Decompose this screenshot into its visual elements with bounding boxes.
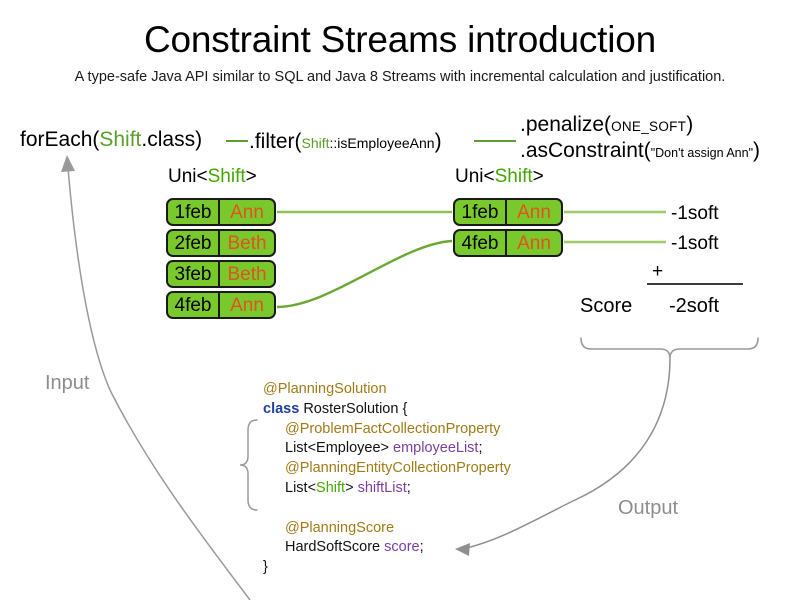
score-brace	[580, 337, 759, 359]
code-token: RosterSolution {	[303, 400, 408, 417]
code-token: @PlanningSolution	[263, 381, 387, 397]
code-token: }	[263, 559, 268, 576]
table-row: 4feb Ann	[453, 229, 563, 257]
foreach-call: forEach(	[20, 128, 100, 151]
code-line: @PlanningSolution	[263, 380, 511, 400]
match-link-2	[276, 239, 453, 309]
cell-date: 4feb	[168, 293, 220, 317]
sum-operator: +	[652, 261, 664, 282]
code-token: >	[345, 479, 358, 496]
pipeline-penalize: .penalize(ONE_SOFT)	[520, 113, 693, 139]
table-row: 2feb Beth	[166, 229, 276, 257]
uni-left-type: Shift	[207, 166, 246, 187]
input-arrowhead	[61, 155, 75, 172]
code-token	[263, 500, 267, 516]
code-line: @PlanningScore	[263, 519, 511, 539]
cell-employee: Beth	[227, 232, 267, 254]
pipeline-foreach: forEach(Shift.class)	[20, 128, 202, 152]
code-line: class RosterSolution {	[263, 400, 511, 420]
stream-type-right: Uni<Shift>	[455, 166, 544, 188]
cell-date: 4feb	[455, 231, 507, 255]
cell-employee: Ann	[517, 232, 551, 254]
penalize-arg: ONE_SOFT	[611, 119, 687, 134]
code-token: score	[384, 539, 420, 556]
page-subtitle: A type-safe Java API similar to SQL and …	[74, 69, 726, 85]
pipeline-as-constraint: .asConstraint("Don't assign Ann")	[520, 139, 760, 165]
code-token: @ProblemFactCollectionProperty	[285, 420, 501, 437]
uni-left-prefix: Uni<	[168, 166, 208, 187]
page-title: Constraint Streams introduction	[143, 19, 657, 60]
code-line: HardSoftScore score;	[263, 538, 511, 558]
code-line: }	[263, 558, 511, 578]
filter-call: .filter(	[249, 130, 302, 153]
cell-employee: Ann	[230, 201, 264, 223]
code-line: @ProblemFactCollectionProperty	[263, 420, 511, 440]
code-line	[263, 499, 511, 519]
filter-suffix: )	[434, 130, 442, 153]
code-line: List<Shift> shiftList;	[263, 479, 511, 499]
code-token: Shift	[316, 479, 346, 496]
code-token: List<Employee>	[285, 440, 394, 457]
uni-right-type: Shift	[494, 166, 533, 187]
cell-date: 1feb	[455, 200, 507, 224]
code-token: @PlanningScore	[285, 519, 395, 536]
penalize-suffix: )	[686, 113, 694, 136]
code-token: ;	[419, 539, 424, 556]
table-row: 1feb Ann	[166, 198, 276, 226]
match-score-2: -1soft	[671, 233, 719, 254]
sum-rule	[647, 283, 743, 285]
code-token: employeeList	[393, 440, 479, 457]
cell-date: 3feb	[168, 262, 220, 286]
code-token: ;	[478, 440, 483, 457]
penalize-call: .penalize(	[520, 113, 612, 136]
cell-date: 1feb	[168, 200, 220, 224]
as-constraint-call: .asConstraint(	[520, 139, 651, 162]
output-label: Output	[618, 497, 679, 519]
foreach-type: Shift	[99, 128, 142, 151]
filter-type: Shift	[301, 135, 330, 151]
as-constraint-suffix: )	[753, 139, 761, 162]
code-token: List<	[285, 479, 317, 496]
code-token: class	[263, 400, 304, 417]
code-line: List<Employee> employeeList;	[263, 439, 511, 459]
code-token: shiftList	[357, 479, 407, 496]
pipeline-filter: .filter(Shift::isEmployeeAnn)	[249, 130, 442, 155]
input-label: Input	[45, 372, 90, 394]
uni-right-suffix: >	[532, 166, 544, 187]
as-constraint-arg: "Don't assign Ann"	[650, 146, 754, 160]
code-token: @PlanningEntityCollectionProperty	[285, 460, 511, 477]
foreach-suffix: .class)	[141, 128, 203, 151]
uni-left-suffix: >	[245, 166, 257, 187]
score-total-value: -2soft	[669, 295, 720, 317]
match-score-1: -1soft	[671, 203, 719, 224]
code-line: @PlanningEntityCollectionProperty	[263, 459, 511, 479]
code-token: HardSoftScore	[285, 539, 385, 556]
table-row: 4feb Ann	[166, 291, 276, 319]
stream-type-left: Uni<Shift>	[168, 166, 257, 188]
cell-employee: Ann	[230, 294, 264, 316]
score-label: Score	[580, 295, 633, 317]
code-fields-brace	[239, 419, 258, 511]
table-row: 3feb Beth	[166, 260, 276, 288]
cell-date: 2feb	[168, 231, 220, 255]
filter-method: ::isEmployeeAnn	[329, 135, 435, 151]
table-row: 1feb Ann	[453, 198, 563, 226]
code-token: ;	[406, 479, 411, 496]
cell-employee: Beth	[227, 263, 267, 285]
uni-right-prefix: Uni<	[455, 166, 495, 187]
cell-employee: Ann	[517, 201, 551, 223]
